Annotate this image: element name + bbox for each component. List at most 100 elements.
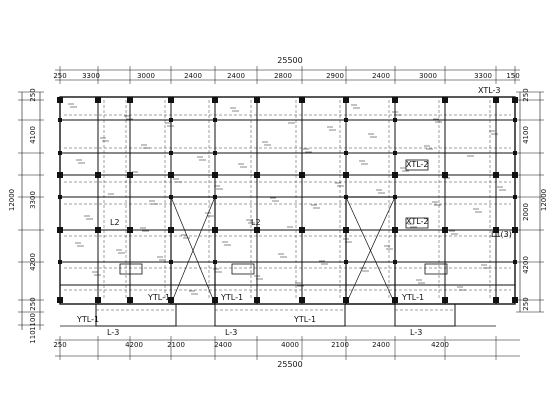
plan-outline (119, 263, 143, 275)
column (212, 172, 218, 178)
beam-label-ytl1-left: YTL-1 (147, 293, 170, 302)
column (168, 97, 174, 103)
bottom-dimension-chain: 250 4200 2100 2400 4000 2100 2400 4200 (53, 341, 449, 349)
column (392, 297, 398, 303)
plan-line (345, 196, 396, 305)
bottom-dim: 4200 (125, 341, 143, 349)
bottom-dim: 2100 (331, 341, 349, 349)
column (344, 151, 348, 155)
column (213, 260, 217, 264)
column (127, 297, 133, 303)
column (254, 172, 260, 178)
column (393, 151, 397, 155)
plan-outline (95, 303, 177, 327)
top-dim: 250 (53, 72, 66, 80)
right-dim: 250 (522, 297, 530, 310)
top-dim: 2400 (372, 72, 390, 80)
left-dim: 250 (29, 88, 37, 101)
top-dim: 2800 (274, 72, 292, 80)
bottom-dim: 250 (53, 341, 66, 349)
left-dim: 4200 (29, 253, 37, 271)
column (95, 172, 101, 178)
column (393, 260, 397, 264)
column (254, 227, 260, 233)
beam-label-l3-a: L-3 (107, 328, 119, 337)
beam-label-ytl1-left2: YTL-1 (76, 315, 99, 324)
column (57, 297, 63, 303)
column (344, 260, 348, 264)
column (392, 172, 398, 178)
column (127, 227, 133, 233)
beam-label-l3-b: L-3 (225, 328, 237, 337)
top-dim: 3000 (419, 72, 437, 80)
left-dim: 4100 (29, 126, 37, 144)
column (343, 297, 349, 303)
column (57, 227, 63, 233)
plan-outline (405, 217, 429, 229)
column (58, 151, 62, 155)
top-dim: 2900 (326, 72, 344, 80)
top-dim: 150 (506, 72, 519, 80)
top-dim: 3000 (137, 72, 155, 80)
structural-columns (57, 97, 518, 303)
column (343, 97, 349, 103)
beam-label-xtl2-a: XTL-2 (406, 160, 429, 169)
column (442, 97, 448, 103)
beam-label-ytl1-mid: YTL-1 (220, 293, 243, 302)
column (393, 118, 397, 122)
top-dim: 3300 (474, 72, 492, 80)
column (513, 151, 517, 155)
column (95, 227, 101, 233)
beam-label-xtl3: XTL-3 (478, 86, 501, 95)
column (343, 227, 349, 233)
column (169, 260, 173, 264)
column (212, 297, 218, 303)
plan-outline (170, 196, 216, 305)
beam-label-ytl1-mid2: YTL-1 (293, 315, 316, 324)
column (169, 151, 173, 155)
top-dim: 2400 (184, 72, 202, 80)
right-dim: 4100 (522, 126, 530, 144)
column (299, 172, 305, 178)
column (168, 227, 174, 233)
column (213, 118, 217, 122)
left-dim: 250 (29, 297, 37, 310)
right-dimension-chain: 250 4100 12000 2000 4200 250 (522, 88, 548, 310)
column (254, 297, 260, 303)
column (299, 297, 305, 303)
column (299, 227, 305, 233)
column (168, 297, 174, 303)
beam-label-l2-left: L2 (110, 218, 120, 227)
right-dim: 250 (522, 88, 530, 101)
column (493, 97, 499, 103)
plan-outline (405, 159, 429, 171)
plan-line (170, 196, 216, 305)
column (344, 195, 348, 199)
column (513, 260, 517, 264)
plan-outline (345, 196, 396, 305)
column (392, 97, 398, 103)
left-dimension-chain: 250 4100 12000 3300 4200 250 1100 110 (8, 88, 37, 343)
right-dim: 2000 (522, 203, 530, 221)
beam-label-ytl1-right: YTL-1 (401, 293, 424, 302)
column (58, 118, 62, 122)
plan-outline (394, 303, 456, 327)
column (95, 297, 101, 303)
right-dim: 4200 (522, 256, 530, 274)
column (58, 260, 62, 264)
column (493, 227, 499, 233)
beam-label-l3-c: L-3 (410, 328, 422, 337)
plan-outline (424, 263, 448, 275)
plan-linework (18, 66, 544, 360)
column (254, 97, 260, 103)
left-dim: 12000 (8, 189, 16, 211)
bottom-dim: 2400 (214, 341, 232, 349)
left-dim: 110 (29, 330, 37, 343)
column (169, 118, 173, 122)
column (442, 297, 448, 303)
left-dim: 3300 (29, 191, 37, 209)
column (512, 172, 518, 178)
beam-label-xtl2-b: XTL-2 (406, 217, 429, 226)
column (127, 97, 133, 103)
bottom-dim: 2100 (167, 341, 185, 349)
